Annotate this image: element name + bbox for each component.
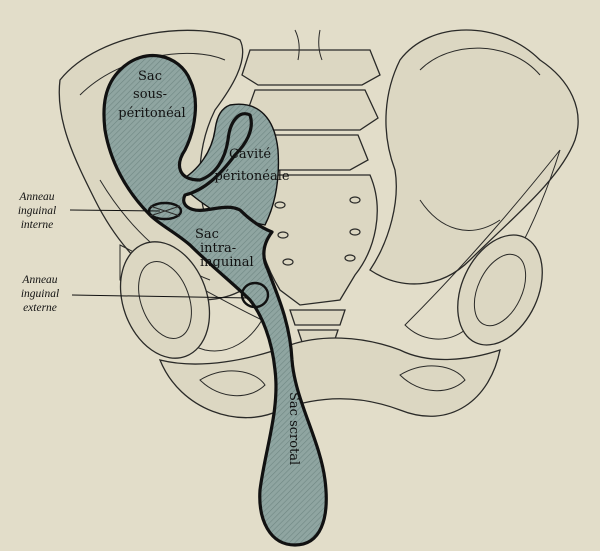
- label-anneau-externe-line3: externe: [23, 302, 57, 314]
- coccyx: [290, 310, 345, 342]
- label-sac-sous-line2: sous-: [133, 87, 167, 102]
- label-anneau-interne-line3: interne: [21, 219, 54, 231]
- label-sac-sous-line1: Sac: [138, 69, 162, 84]
- pubic-symphysis-region: [160, 338, 500, 418]
- label-cavite-line1: Cavité: [229, 147, 271, 162]
- label-sac-scrotal: Sac scrotal: [286, 392, 301, 465]
- label-sac-intra-line3: inguinal: [200, 255, 254, 270]
- label-anneau-externe-line2: inguinal: [21, 288, 59, 300]
- label-anneau-interne-line1: Anneau: [18, 191, 54, 203]
- label-cavite-line2: péritonéale: [214, 169, 289, 184]
- label-anneau-externe-line1: Anneau: [21, 274, 57, 286]
- label-anneau-interne-line2: inguinal: [18, 205, 56, 217]
- label-sac-sous-line3: péritonéal: [118, 106, 185, 121]
- right-iliac-wing: [370, 30, 578, 284]
- label-sac-intra-line1: Sac: [195, 227, 219, 242]
- label-sac-intra-line2: intra-: [200, 241, 236, 256]
